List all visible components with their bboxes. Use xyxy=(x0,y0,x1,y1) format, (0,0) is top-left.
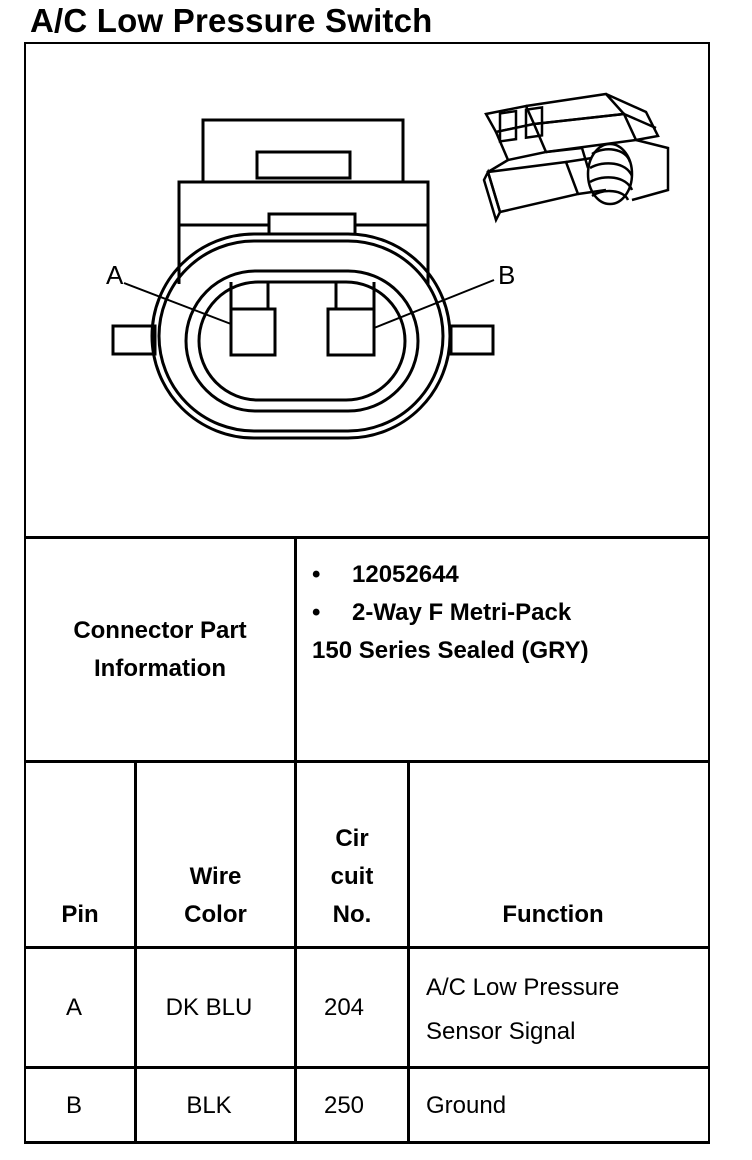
connector-type-item: • 2-Way F Metri-Pack xyxy=(312,594,589,632)
rule-col-wire xyxy=(294,762,297,1143)
pin-b-leader xyxy=(373,279,495,329)
outer-oval-inner xyxy=(157,239,445,433)
row-a-function: A/C Low Pressure Sensor Signal xyxy=(426,966,619,1054)
part-number-item: • 12052644 xyxy=(312,556,589,594)
header-circuit-line2: cuit xyxy=(330,863,374,890)
inner-seal-2 xyxy=(197,280,407,402)
row-a-circuit: 204 xyxy=(323,994,365,1021)
header-function: Function xyxy=(410,896,696,934)
inner-seal xyxy=(184,269,420,413)
connector-label-line1: Connector Part xyxy=(73,617,247,644)
header-function-text: Function xyxy=(502,901,604,928)
connector-part-info-label: Connector Part Information xyxy=(26,540,294,760)
pin-b-label: B xyxy=(498,260,515,290)
part-number: 12052644 xyxy=(352,561,459,588)
rule-header-bottom xyxy=(24,946,710,949)
rule-row-b-bottom xyxy=(24,1141,710,1144)
bullet-icon: • xyxy=(312,561,321,588)
outer-oval xyxy=(150,232,452,440)
upper-body xyxy=(177,180,430,225)
rule-connector-divider xyxy=(294,538,297,762)
row-a-function-line2: Sensor Signal xyxy=(426,1018,576,1045)
header-circuit-line1: Cir xyxy=(335,825,369,852)
pin-a-label: A xyxy=(106,260,124,290)
row-b-function: Ground xyxy=(426,1092,507,1119)
header-circuit-line3: No. xyxy=(332,901,372,928)
connector-series: 150 Series Sealed (GRY) xyxy=(312,637,589,664)
row-b-pin: B xyxy=(65,1092,82,1119)
rule-col-circuit xyxy=(407,762,410,1143)
document-frame xyxy=(24,42,710,1144)
right-ear xyxy=(449,324,495,356)
rule-col-pin xyxy=(134,762,137,1143)
row-a-pin: A xyxy=(65,994,82,1021)
rule-row-a-bottom xyxy=(24,1066,710,1069)
row-b-wire-color: BLK xyxy=(186,1092,232,1119)
connector-type: 2-Way F Metri-Pack xyxy=(352,599,572,626)
row-a-wire-color: DK BLU xyxy=(165,994,253,1021)
left-ear xyxy=(111,324,157,356)
row-a-function-line1: A/C Low Pressure xyxy=(426,974,620,1001)
center-tab xyxy=(267,212,357,234)
page-title: A/C Low Pressure Switch xyxy=(30,2,433,39)
pin-a-leader xyxy=(123,282,232,325)
latch-slot xyxy=(255,150,352,180)
header-pin: Pin xyxy=(26,896,134,934)
rule-diagram-bottom xyxy=(24,536,710,539)
header-pin-text: Pin xyxy=(61,901,99,928)
connector-3d-icon xyxy=(482,92,670,224)
row-b-circuit: 250 xyxy=(323,1092,365,1119)
bullet-icon: • xyxy=(312,599,321,626)
pin-b-terminal xyxy=(326,307,376,357)
header-wire-line2: Color xyxy=(184,901,247,928)
connector-part-details: • 12052644 • 2-Way F Metri-Pack 150 Series… xyxy=(312,556,589,670)
connector-diagram: A B xyxy=(106,92,670,440)
header-wire-color: Wire Color xyxy=(137,858,294,934)
header-circuit-no: Cir cuit No. xyxy=(297,820,407,934)
rule-connector-bottom xyxy=(24,760,710,763)
pin-a-terminal xyxy=(229,307,277,357)
header-wire-line1: Wire xyxy=(189,863,242,890)
connector-label-line2: Information xyxy=(94,655,226,682)
